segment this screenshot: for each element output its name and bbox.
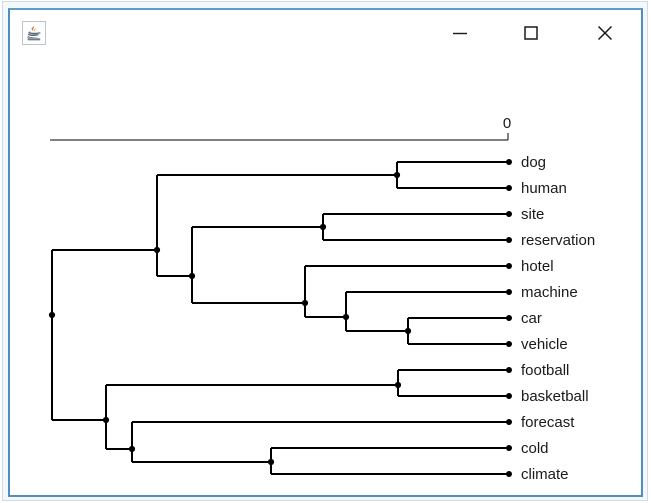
leaf-dot — [506, 211, 512, 217]
leaf-dot — [506, 341, 512, 347]
leaf-dot — [506, 289, 512, 295]
dendrogram-leaves: dog human site reservation hotel machine car ve… — [506, 154, 595, 483]
dendrogram-branches — [51, 161, 509, 475]
dendrogram-plot: 0 dog human site reservation hotel machine car… — [48, 115, 595, 483]
close-icon — [597, 25, 613, 41]
leaf-label-hotel: hotel — [521, 258, 554, 275]
distance-axis: 0 — [50, 115, 511, 141]
leaf-dot — [506, 237, 512, 243]
minimize-button[interactable] — [438, 16, 482, 50]
merge-node-dot — [128, 445, 136, 453]
leaf-label-site: site — [521, 206, 544, 223]
leaf-label-reservation: reservation — [521, 232, 595, 249]
leaf-dot — [506, 367, 512, 373]
dendrogram-merge-nodes — [48, 171, 412, 466]
leaf-label-basketball: basketball — [521, 388, 589, 405]
leaf-label-forecast: forecast — [521, 414, 575, 431]
leaf-label-car: car — [521, 310, 542, 327]
merge-node-dot — [48, 311, 56, 319]
leaf-dot — [506, 471, 512, 477]
leaf-dot — [506, 159, 512, 165]
leaf-dot — [506, 315, 512, 321]
leaf-dot — [506, 393, 512, 399]
merge-node-dot — [342, 313, 350, 321]
leaf-label-climate: climate — [521, 466, 569, 483]
leaf-label-machine: machine — [521, 284, 578, 301]
merge-node-dot — [267, 458, 275, 466]
merge-node-dot — [153, 246, 161, 254]
merge-node-dot — [188, 272, 196, 280]
window-frame: 0 dog human site reservation hotel machine car… — [8, 8, 643, 497]
leaf-dot — [506, 263, 512, 269]
axis-tick-label-zero: 0 — [503, 115, 511, 132]
merge-node-dot — [393, 171, 401, 179]
close-button[interactable] — [583, 16, 627, 50]
merge-node-dot — [319, 223, 327, 231]
leaf-dot — [506, 445, 512, 451]
merge-node-dot — [102, 416, 110, 424]
maximize-icon — [524, 26, 538, 40]
dendrogram-canvas[interactable]: 0 dog human site reservation hotel machine car… — [10, 56, 641, 495]
leaf-dot — [506, 419, 512, 425]
maximize-button[interactable] — [509, 16, 553, 50]
leaf-label-dog: dog — [521, 154, 546, 171]
merge-node-dot — [394, 381, 402, 389]
java-application-icon — [22, 21, 46, 45]
merge-node-dot — [404, 327, 412, 335]
leaf-label-football: football — [521, 362, 569, 379]
title-bar — [10, 10, 641, 56]
window-client-area: 0 dog human site reservation hotel machine car… — [10, 10, 641, 495]
minimize-icon — [453, 32, 467, 35]
merge-node-dot — [301, 299, 309, 307]
leaf-dot — [506, 185, 512, 191]
leaf-label-cold: cold — [521, 440, 549, 457]
leaf-label-vehicle: vehicle — [521, 336, 568, 353]
leaf-label-human: human — [521, 180, 567, 197]
